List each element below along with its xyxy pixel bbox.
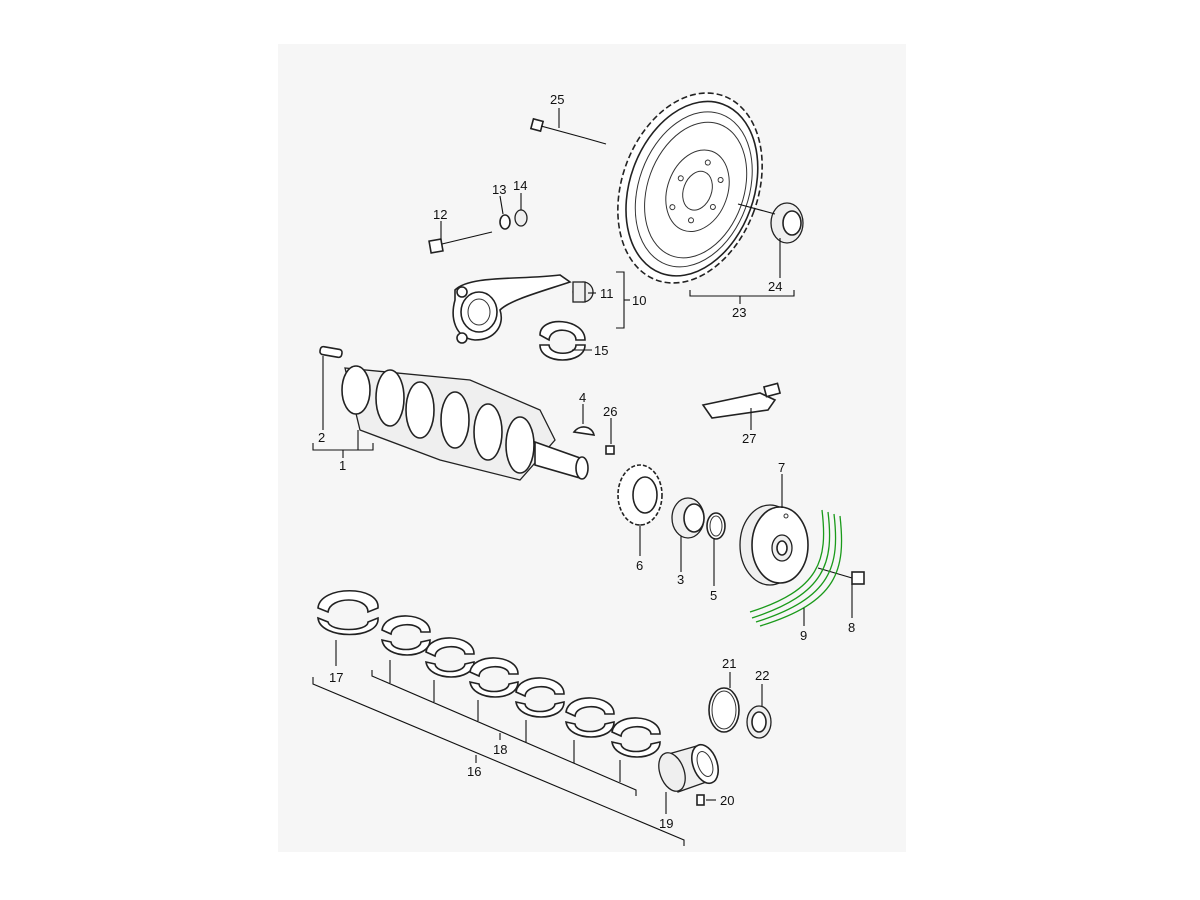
sprocket-6[interactable] <box>617 464 663 526</box>
flywheel[interactable] <box>593 73 788 304</box>
callout-2: 2 <box>318 430 325 445</box>
connecting-rod[interactable] <box>452 274 572 344</box>
sealant-tube[interactable] <box>701 382 782 419</box>
dowel-pin-2[interactable] <box>319 345 343 359</box>
seal-22[interactable] <box>746 705 772 739</box>
pulley-7[interactable] <box>739 504 809 586</box>
pilot-bearing[interactable] <box>737 202 804 244</box>
callout-18: 18 <box>493 742 507 757</box>
main-bearing-shells-18[interactable] <box>381 615 661 758</box>
flywheel-bolt[interactable] <box>529 117 607 145</box>
callout-22: 22 <box>755 668 769 683</box>
callout-16: 16 <box>467 764 481 779</box>
callout-15: 15 <box>594 343 608 358</box>
drive-belt-9[interactable] <box>749 509 843 627</box>
thrust-bearing-17[interactable] <box>317 590 379 636</box>
callout-4: 4 <box>579 390 586 405</box>
callout-8: 8 <box>848 620 855 635</box>
callout-27: 27 <box>742 431 756 446</box>
washer-13[interactable] <box>499 214 511 230</box>
callout-1: 1 <box>339 458 346 473</box>
nut-14[interactable] <box>514 209 528 227</box>
pin-26[interactable] <box>605 445 615 455</box>
callout-7: 7 <box>778 460 785 475</box>
callout-26: 26 <box>603 404 617 419</box>
pulley-bolt-8[interactable] <box>817 567 865 585</box>
spacer-3[interactable] <box>671 497 705 539</box>
callouts: 25 13 14 12 11 10 15 2 1 4 26 27 7 6 3 5… <box>318 92 855 831</box>
bearing-19[interactable] <box>654 741 723 795</box>
callout-11: 11 <box>600 286 614 301</box>
callout-9: 9 <box>800 628 807 643</box>
crankshaft[interactable] <box>341 365 589 481</box>
callout-25: 25 <box>550 92 564 107</box>
callout-23: 23 <box>732 305 746 320</box>
callout-13: 13 <box>492 182 506 197</box>
leader-lines <box>312 108 853 846</box>
bushing-11[interactable] <box>572 281 594 303</box>
bolt-12[interactable] <box>428 231 493 254</box>
callout-12: 12 <box>433 207 447 222</box>
woodruff-key-4[interactable] <box>572 426 596 436</box>
callout-21: 21 <box>722 656 736 671</box>
callout-14: 14 <box>513 178 527 193</box>
callout-20: 20 <box>720 793 734 808</box>
callout-24: 24 <box>768 279 782 294</box>
callout-19: 19 <box>659 816 673 831</box>
seal-ring-21[interactable] <box>708 687 740 733</box>
callout-3: 3 <box>677 572 684 587</box>
pin-20[interactable] <box>696 794 705 806</box>
diagram-panel <box>278 44 906 852</box>
callout-6: 6 <box>636 558 643 573</box>
callout-17: 17 <box>329 670 343 685</box>
callout-5: 5 <box>710 588 717 603</box>
bearing-shells-15[interactable] <box>539 320 586 361</box>
callout-10: 10 <box>632 293 646 308</box>
ring-5[interactable] <box>706 512 726 540</box>
